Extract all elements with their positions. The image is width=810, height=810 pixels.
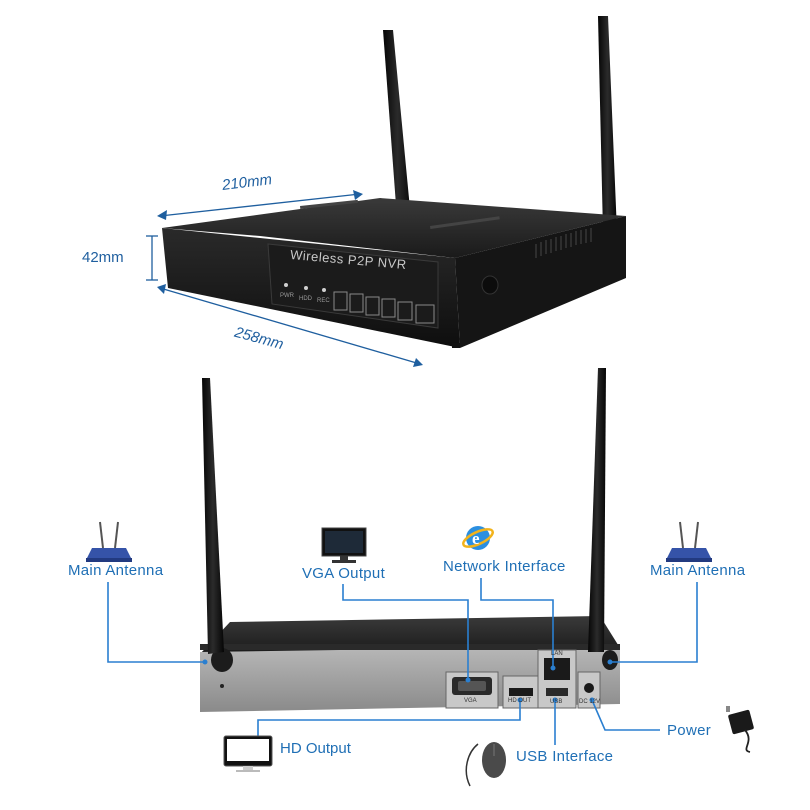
callout-lines [107,578,698,745]
callout-usb-interface: USB Interface [516,748,614,765]
router-icon [666,521,712,562]
internet-explorer-icon: e [462,526,494,550]
port-label-vga: VGA [464,698,477,704]
nvr-top-surface [162,198,626,258]
port-label-usb: USB [550,699,563,705]
nvr-rear-view [200,368,620,712]
callout-main-antenna-left: Main Antenna [68,562,164,579]
power-adapter-icon [726,706,754,753]
port-label-hdmi: HD OUT [508,698,531,704]
monitor-icon [321,527,367,563]
indicator-rec: REC [317,298,330,304]
dimension-height-label: 42mm [82,249,124,266]
indicator-hdd: HDD [299,296,312,302]
nvr-side-face [455,216,626,348]
front-antenna-left [383,30,412,232]
callout-main-antenna-right: Main Antenna [650,562,746,579]
callout-power: Power [667,722,712,739]
callout-vga-output: VGA Output [302,565,386,582]
port-label-lan: LAN [551,651,563,657]
port-label-dc: DC 12V [579,699,601,705]
router-icon [86,521,132,562]
callout-hd-output: HD Output [280,740,351,757]
front-antenna-right [598,16,617,232]
indicator-pwr: PWR [280,293,294,299]
svg-text:e: e [472,529,480,548]
hd-monitor-icon [223,735,273,772]
mouse-icon [465,742,506,787]
nvr-front-view [162,16,626,348]
rear-antenna-right [588,368,606,652]
dimension-lines [146,190,423,367]
rear-antenna-left [202,378,224,654]
callout-network-interface: Network Interface [443,558,566,575]
